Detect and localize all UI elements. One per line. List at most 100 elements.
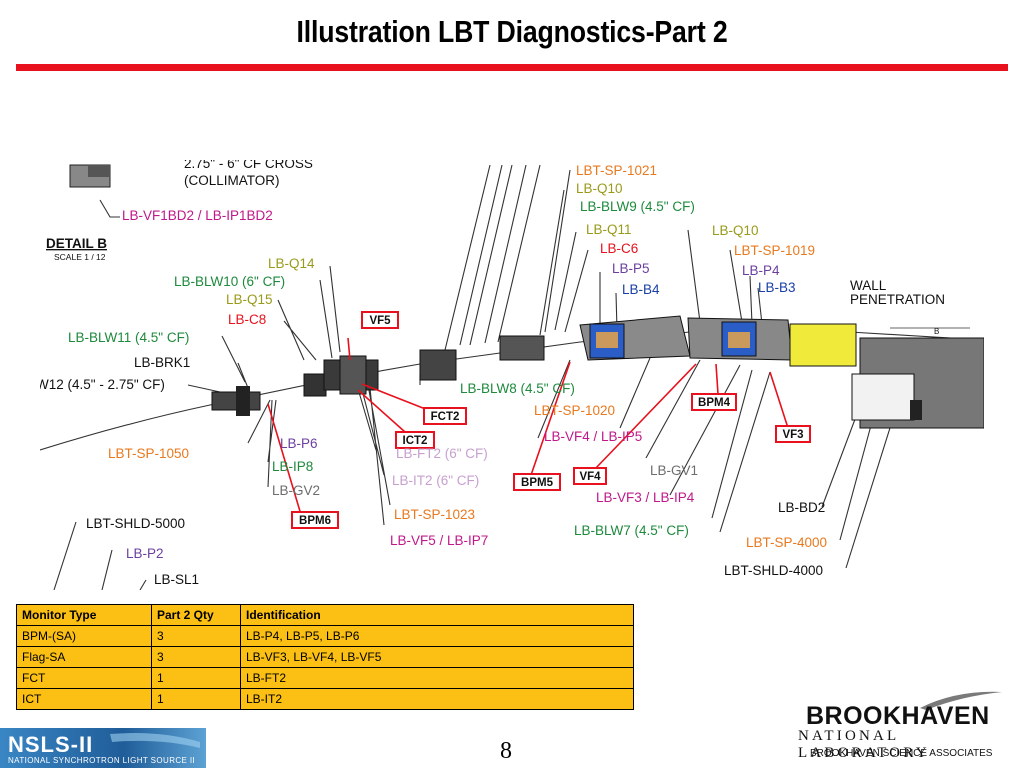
brookhaven-subtitle: NATIONAL LABORATORY [798,728,930,761]
table-row: ICT 1 LB-IT2 [16,688,634,710]
vf5-block [339,355,367,395]
slide-title: Illustration LBT Diagnostics-Part 2 [296,14,728,49]
leader-lines-top [444,164,541,351]
label-b4: LB-B4 [622,282,660,297]
label-c8: LB-C8 [228,312,266,327]
callout-fct2: FCT2 [431,411,460,423]
nsls-logo: NSLS-II NATIONAL SYNCHROTRON LIGHT SOURC… [0,728,206,768]
label-sp1019: LBT-SP-1019 [734,243,815,258]
label-p2: LB-P2 [126,546,164,561]
label-gv1: LB-GV1 [650,463,698,478]
label-blw10: LB-BLW10 (6" CF) [174,274,285,289]
brookhaven-swoosh-icon [920,691,1002,710]
cell-type: ICT [16,688,152,710]
p4-bpm-detail [728,332,750,348]
monitor-table: Monitor Type Part 2 Qty Identification B… [16,604,634,710]
cell-id: LB-P4, LB-P5, LB-P6 [240,625,634,647]
label-c6: LB-C6 [600,241,638,256]
table-row: FCT 1 LB-FT2 [16,667,634,689]
beamline-diagram: VF5 FCT2 ICT2 BPM6 BPM5 VF4 BPM4 VF3 2.7… [40,160,984,590]
leader-lines-right [539,169,763,336]
label-q15: LB-Q15 [226,292,273,307]
beam-pipe-line [40,329,984,451]
label-b-mark: B [934,327,939,336]
cell-qty: 1 [151,667,241,689]
label-p5: LB-P5 [612,261,650,276]
label-it2: LB-IT2 (6" CF) [392,473,479,488]
cell-id: LB-FT2 [240,667,634,689]
label-brk1: LB-BRK1 [134,355,190,370]
label-blw11: LB-BLW11 (4.5" CF) [68,330,189,345]
table-row: BPM-(SA) 3 LB-P4, LB-P5, LB-P6 [16,625,634,647]
label-sl1: LB-SL1 [154,572,199,587]
bd2-detail [910,400,922,420]
label-detail-b: DETAIL B [46,236,107,251]
label-sp1020: LBT-SP-1020 [534,403,615,418]
label-vf3ip4: LB-VF3 / LB-IP4 [596,490,695,505]
label-q14: LB-Q14 [268,256,315,271]
label-collimator: (COLLIMATOR) [184,173,280,188]
page-number: 8 [500,738,512,764]
label-sp1023: LBT-SP-1023 [394,507,475,522]
label-sp1050: LBT-SP-1050 [108,446,189,461]
cell-type: BPM-(SA) [16,625,152,647]
label-shld5000: LBT-SHLD-5000 [86,516,185,531]
label-ip8: LB-IP8 [272,459,313,474]
brookhaven-associates: BROOKHAVEN SCIENCE ASSOCIATES [810,748,993,759]
callout-vf4: VF4 [579,471,601,483]
label-q10-top: LB-Q10 [576,181,623,196]
vf4-assembly [499,335,545,361]
label-q11: LB-Q11 [586,222,632,237]
label-gv2: LB-GV2 [272,483,320,498]
header-qty: Part 2 Qty [151,604,241,626]
label-shld4000: LBT-SHLD-4000 [724,563,823,578]
label-scale: SCALE 1 / 12 [54,252,106,262]
cell-qty: 3 [151,625,241,647]
label-vf1bd2: LB-VF1BD2 / LB-IP1BD2 [122,208,273,223]
ict2-block [303,373,327,397]
label-vf4ip5: LB-VF4 / LB-IP5 [544,429,642,444]
leader-lines-left [53,199,147,590]
cell-qty: 3 [151,646,241,668]
leader-lines-lower [187,265,901,569]
label-q10-right: LB-Q10 [712,223,759,238]
label-w12: W12 (4.5" - 2.75" CF) [40,377,165,392]
table-header-row: Monitor Type Part 2 Qty Identification [16,604,634,626]
label-sp4000: LBT-SP-4000 [746,535,827,550]
wall-penetration-block [789,323,857,367]
p6-block [236,386,250,416]
label-sp1021: LBT-SP-1021 [576,163,657,178]
blw8-block [419,349,457,381]
brookhaven-logo: BROOKHAVEN NATIONAL LABORATORY BROOKHAVE… [796,688,1012,768]
label-p6: LB-P6 [280,436,318,451]
nsls-logo-text: NSLS-II [8,732,94,757]
label-blw8: LB-BLW8 (4.5" CF) [460,381,575,396]
cell-id: LB-IT2 [240,688,634,710]
callout-vf3: VF3 [782,429,803,441]
cell-type: Flag-SA [16,646,152,668]
label-penetration: PENETRATION [850,292,945,307]
label-cross: 2.75" - 6" CF CROSS [184,160,313,171]
callout-bpm4: BPM4 [698,397,731,409]
label-vf5ip7: LB-VF5 / LB-IP7 [390,533,488,548]
label-blw9: LB-BLW9 (4.5" CF) [580,199,695,214]
label-wall: WALL [850,278,887,293]
p5-bpm-detail [596,332,618,348]
label-blw7: LB-BLW7 (4.5" CF) [574,523,689,538]
collimator-detail [88,165,110,177]
brookhaven-name: BROOKHAVEN [806,702,990,730]
nsls-tagline: NATIONAL SYNCHROTRON LIGHT SOURCE II [8,756,196,765]
nsls-swoosh-icon [110,733,200,748]
callout-vf5: VF5 [369,315,391,327]
label-bd2: LB-BD2 [778,500,825,515]
title-divider [16,64,1008,71]
cell-type: FCT [16,667,152,689]
cell-id: LB-VF3, LB-VF4, LB-VF5 [240,646,634,668]
bd2-housing [851,373,915,421]
beamline-drawing: VF5 FCT2 ICT2 BPM6 BPM5 VF4 BPM4 VF3 2.7… [40,160,984,590]
callout-bpm6: BPM6 [299,515,331,527]
label-b3: LB-B3 [758,280,796,295]
header-monitor-type: Monitor Type [16,604,152,626]
callout-bpm5: BPM5 [521,477,554,489]
callout-arrows [267,337,789,519]
